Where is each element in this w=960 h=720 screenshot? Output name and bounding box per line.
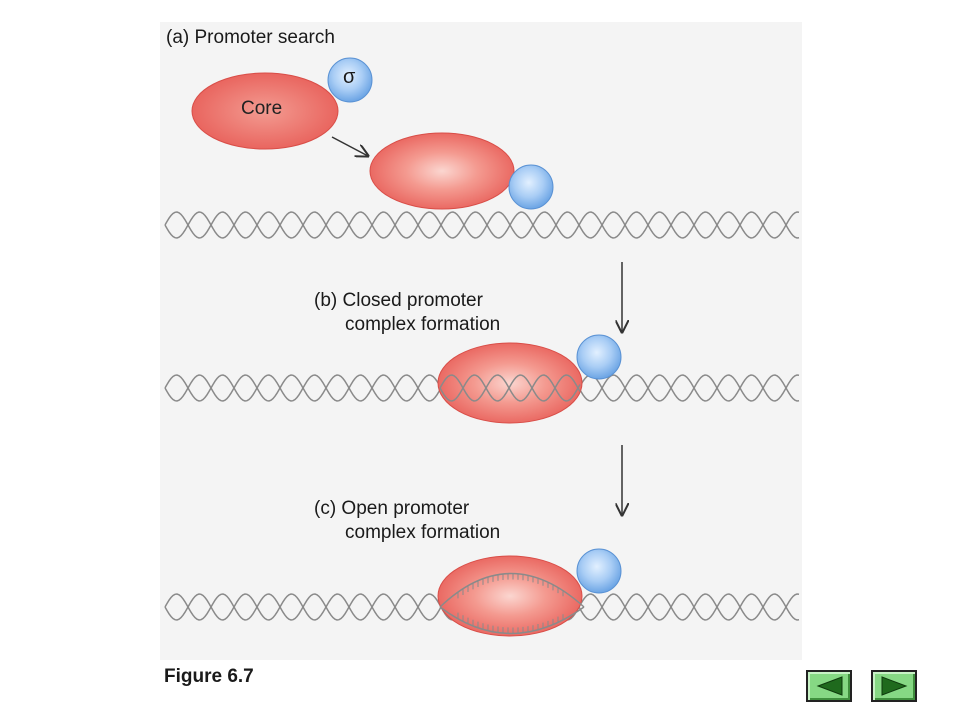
panel-b-title-line2: complex formation	[345, 314, 501, 335]
panel-c-title-line2: complex formation	[345, 522, 501, 543]
holoenzyme-core-b	[437, 342, 583, 424]
open-dna-bubble	[439, 572, 585, 635]
sigma-label: σ	[343, 66, 356, 88]
panel-b-title-line1: (b) Closed promoter	[314, 290, 483, 311]
triangle-right-icon	[881, 676, 908, 696]
holoenzyme-core-c	[437, 555, 583, 637]
next-slide-button[interactable]	[871, 670, 917, 702]
core-label: Core	[241, 98, 283, 119]
panel-c-title-line1: (c) Open promoter	[314, 498, 470, 519]
dna-helix-a	[164, 211, 800, 239]
core-enzyme	[191, 72, 339, 150]
triangle-left-icon	[816, 676, 843, 696]
holoenzyme-core-a	[369, 132, 515, 210]
figure-caption: Figure 6.7	[164, 666, 254, 687]
search-arrow	[331, 136, 368, 156]
previous-slide-button[interactable]	[806, 670, 852, 702]
sigma-factor	[327, 57, 373, 103]
holoenzyme-sigma-a	[508, 164, 554, 210]
panel-a-title: (a) Promoter search	[166, 27, 335, 48]
holoenzyme-sigma-b	[576, 334, 622, 380]
holoenzyme-sigma-c	[576, 548, 622, 594]
dna-helix-b-inside	[439, 374, 581, 402]
